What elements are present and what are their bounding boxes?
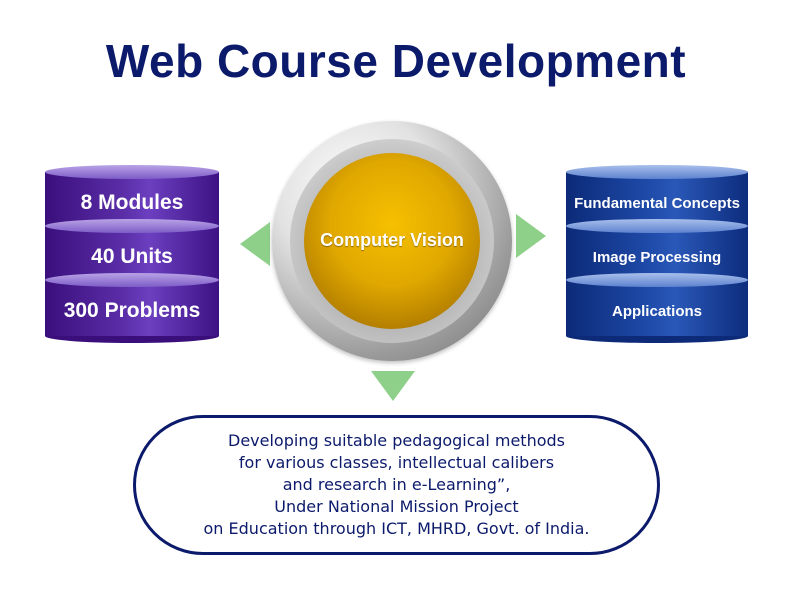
stack-item-applications: Applications bbox=[566, 273, 748, 343]
stack-item-label: Fundamental Concepts bbox=[574, 194, 740, 212]
center-disc bbox=[272, 121, 512, 361]
center-label: Computer Vision bbox=[320, 230, 464, 250]
description-line: for various classes, intellectual calibe… bbox=[238, 453, 555, 472]
description-line: and research in e-Learning”, bbox=[282, 475, 511, 494]
stack-item-label: 40 Units bbox=[91, 245, 173, 268]
description-line: Under National Mission Project bbox=[274, 497, 519, 516]
stack-item-problems: 300 Problems bbox=[45, 273, 219, 343]
stack-item-label: Image Processing bbox=[592, 248, 722, 266]
center-disc-ring bbox=[290, 139, 494, 343]
page-title: Web Course Development bbox=[105, 35, 687, 87]
stack-item-label: 8 Modules bbox=[80, 191, 184, 214]
description-line: Developing suitable pedagogical methods bbox=[228, 431, 565, 450]
arrow-down-icon bbox=[371, 371, 415, 401]
stack-item-label: Applications bbox=[611, 302, 702, 320]
stack-item-label: 300 Problems bbox=[63, 299, 201, 322]
arrow-left-icon bbox=[240, 222, 270, 266]
arrow-right-icon bbox=[516, 214, 546, 258]
description-line: on Education through ICT, MHRD, Govt. of… bbox=[203, 519, 590, 538]
center-disc-core bbox=[304, 153, 480, 329]
description-box: Developing suitable pedagogical methods … bbox=[133, 415, 660, 555]
